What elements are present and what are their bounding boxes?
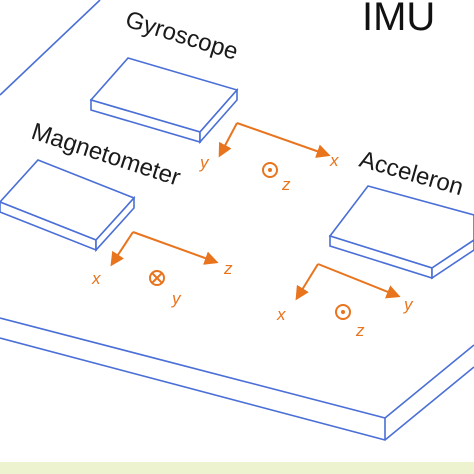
magnetometer-vertical-axis-arrow: [110, 231, 134, 267]
magnetometer-vertical-axis-label: x: [91, 269, 101, 288]
magnetometer-out-of-plane-symbol: [149, 270, 165, 286]
bottom-band: [0, 462, 474, 474]
accelerometer-vertical-axis-label: x: [276, 305, 286, 324]
gyroscope-horizontal-axis-label: x: [329, 151, 339, 170]
accelerometer-axes: [295, 263, 401, 320]
accelerometer-chip: [328, 185, 474, 280]
magnetometer-out-axis-label: y: [171, 289, 182, 308]
magnetometer-horizontal-axis-label: z: [223, 259, 233, 278]
accelerometer-out-of-plane-symbol: [335, 304, 351, 320]
accelerometer-horizontal-axis-label: y: [403, 295, 414, 314]
gyroscope-out-axis-label: z: [281, 175, 291, 194]
accelerometer-vertical-axis-arrow: [295, 263, 319, 301]
magnetometer-axes: [110, 231, 219, 286]
magnetometer-chip: [0, 159, 136, 253]
magnetometer-horizontal-axis-arrow: [132, 231, 219, 265]
gyroscope-chip: [89, 57, 239, 145]
board-front-lower-edge: [0, 337, 474, 441]
accelerometer-out-axis-label: z: [355, 321, 365, 340]
gyroscope-vertical-axis-label: y: [199, 153, 210, 172]
gyroscope-axes: [218, 122, 331, 178]
gyroscope-label: Gyroscope: [122, 6, 241, 66]
gyroscope-vertical-axis-arrow: [218, 122, 238, 158]
pcb-board: [0, 0, 474, 441]
gyroscope-horizontal-axis-arrow: [236, 122, 331, 158]
board-top-left-edge: [0, 0, 101, 96]
accelerometer-horizontal-axis-arrow: [317, 263, 401, 299]
board-top-front-edge: [0, 317, 474, 419]
diagram-title: IMU: [362, 0, 435, 39]
gyroscope-out-of-plane-symbol: [262, 162, 278, 178]
